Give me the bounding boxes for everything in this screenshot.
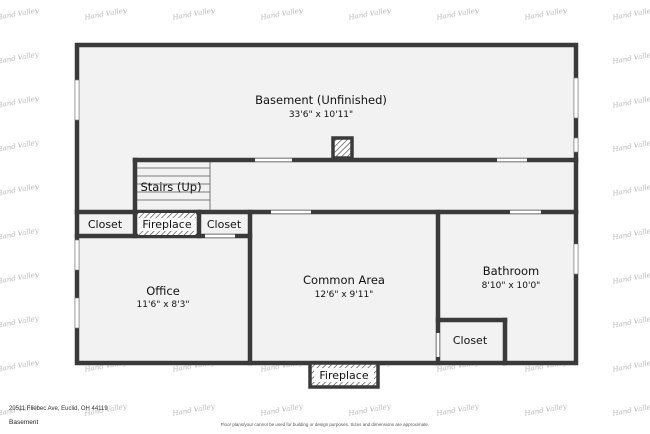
watermark-text: Hand Valley [171, 6, 216, 22]
watermark-text: Hand Valley [611, 226, 650, 242]
watermark-text: Hand Valley [611, 358, 650, 374]
address-text: 20511 Fliebec Ave, Euclid, OH 44119 [9, 406, 108, 412]
watermark-text: Hand Valley [0, 50, 40, 66]
room-label-fireplace-small: Fireplace [142, 218, 191, 231]
watermark-text: Hand Valley [0, 314, 40, 330]
watermark-text: Hand Valley [259, 6, 304, 22]
windows [74, 77, 579, 329]
watermark-text: Hand Valley [523, 6, 568, 22]
room-label-office: Office [146, 284, 180, 298]
watermark-text: Hand Valley [347, 402, 392, 418]
watermark-text: Hand Valley [259, 402, 304, 418]
room-dims-basement: 33'6" x 10'11" [289, 110, 353, 120]
watermark-text: Hand Valley [0, 182, 40, 198]
watermark-text: Hand Valley [0, 270, 40, 286]
watermark-text: Hand Valley [523, 402, 568, 418]
watermark-text: Hand Valley [611, 270, 650, 286]
watermark-text: Hand Valley [611, 6, 650, 22]
room-label-basement: Basement (Unfinished) [255, 93, 387, 107]
watermark-text: Hand Valley [0, 6, 40, 22]
room-label-closet-left: Closet [88, 218, 123, 231]
disclaimer-text: Floor plans/your cannot be used for buil… [220, 422, 430, 427]
watermark-text: Hand Valley [611, 138, 650, 154]
chimney [331, 136, 354, 160]
watermark-text: Hand Valley [611, 314, 650, 330]
floor-label: Basement [9, 419, 39, 426]
room-dims-common-area: 12'6" x 9'11" [315, 290, 374, 300]
watermark-text: Hand Valley [83, 6, 128, 22]
room-dims-bathroom: 8'10" x 10'0" [482, 281, 541, 291]
watermark-text: Hand Valley [0, 138, 40, 154]
watermark-text: Hand Valley [0, 226, 40, 242]
watermark-text: Hand Valley [611, 50, 650, 66]
room-label-bathroom: Bathroom [483, 264, 539, 278]
watermark-text: Hand Valley [0, 358, 40, 374]
watermark-text: Hand Valley [0, 94, 40, 110]
room-label-closet-mid: Closet [207, 218, 242, 231]
watermark-text: Hand Valley [435, 6, 480, 22]
room-label-fireplace-bottom: Fireplace [319, 369, 368, 382]
watermark-text: Hand Valley [611, 402, 650, 418]
room-label-stairs: Stairs (Up) [140, 180, 201, 194]
room-label-common-area: Common Area [303, 273, 385, 287]
room-label-closet-bath: Closet [453, 334, 488, 347]
room-dims-office: 11'6" x 8'3" [137, 300, 190, 310]
watermark-text: Hand Valley [347, 6, 392, 22]
openings [205, 158, 541, 357]
floor-area [77, 45, 576, 363]
watermark-text: Hand Valley [611, 94, 650, 110]
watermark-text: Hand Valley [171, 402, 216, 418]
watermark-text: Hand Valley [611, 182, 650, 198]
watermark-text: Hand Valley [435, 402, 480, 418]
stair-treads [137, 162, 211, 210]
